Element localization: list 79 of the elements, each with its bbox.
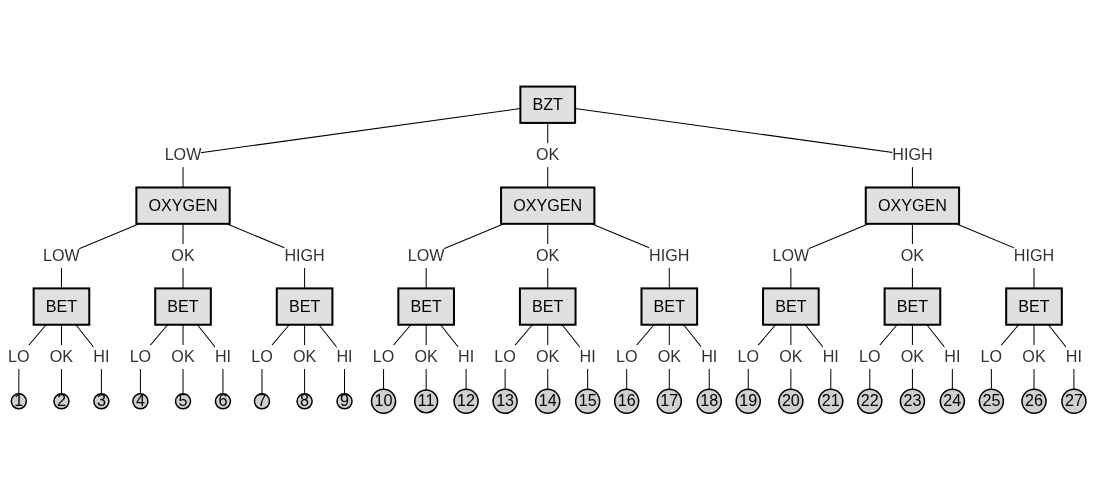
edge-label: LO (859, 347, 881, 366)
edge-label: HI (1065, 347, 1082, 366)
edge-label: HI (579, 347, 596, 366)
node-circle: 5 (174, 393, 192, 410)
edge-label: OK (900, 247, 925, 265)
node-box: BET (32, 287, 91, 326)
node-circle: 25 (978, 388, 1005, 415)
node-circle: 22 (857, 388, 883, 415)
edge-label: OK (414, 347, 438, 366)
node-circle: 16 (613, 388, 640, 415)
edge-label: HIGH (892, 146, 933, 164)
edge-label: HI (822, 347, 839, 366)
edge-label: LO (129, 347, 152, 366)
node-box: OXYGEN (864, 186, 961, 225)
edge-label: OK (292, 347, 317, 366)
node-circle: 13 (492, 388, 518, 415)
node-circle: 4 (132, 393, 149, 410)
node-circle: 23 (899, 388, 926, 415)
connector (182, 108, 521, 188)
edge-label: LOW (43, 247, 80, 265)
edge-label: HI (944, 347, 961, 366)
node-circle: 18 (696, 388, 722, 415)
node-circle: 11 (414, 389, 439, 414)
edge-label: LO (372, 347, 395, 366)
edge-label: HI (93, 347, 110, 366)
edge-label: LOW (164, 146, 202, 164)
node-box: BZT (519, 85, 577, 124)
node-circle: 9 (336, 393, 353, 410)
edge-label: HIGH (1013, 247, 1055, 265)
node-circle: 24 (939, 388, 966, 415)
node-box: BET (762, 287, 820, 326)
node-box: BET (397, 287, 455, 326)
node-box: BET (518, 287, 577, 326)
node-box: OXYGEN (135, 186, 231, 225)
edge-label: OK (900, 347, 925, 366)
edge-label: OK (171, 247, 195, 265)
edge-label: HI (458, 347, 475, 366)
node-box: BET (1005, 287, 1063, 326)
edge-label: LOW (772, 247, 810, 265)
edge-label: HI (701, 347, 718, 366)
edge-label: OK (536, 146, 560, 164)
edge-label: OK (536, 247, 560, 265)
edge-label: LO (251, 347, 273, 366)
node-box: BET (640, 287, 699, 326)
edge-label: LO (8, 347, 30, 366)
edge-label: HIGH (284, 247, 325, 265)
edge-label: LOW (407, 247, 445, 265)
edge-label: OK (1022, 347, 1046, 366)
node-circle: 10 (370, 388, 397, 415)
edge-label: HI (336, 347, 353, 366)
node-circle: 3 (93, 393, 110, 410)
node-circle: 8 (296, 393, 313, 410)
node-circle: 17 (656, 388, 683, 415)
edge-label: LO (615, 347, 638, 366)
edge-label: LO (737, 347, 760, 366)
node-circle: 20 (778, 388, 804, 415)
edge-label: HI (214, 347, 232, 366)
edge-label: LO (494, 347, 516, 366)
node-circle: 19 (735, 388, 761, 415)
edge-label: LO (980, 347, 1003, 366)
edge-label: OK (536, 347, 560, 366)
node-box: OXYGEN (500, 186, 596, 225)
node-circle: 6 (214, 393, 232, 410)
node-box: BET (883, 287, 942, 326)
node-circle: 15 (574, 388, 601, 415)
node-box: BET (154, 287, 212, 326)
node-circle: 2 (53, 393, 70, 410)
edge-label: OK (171, 347, 195, 366)
node-circle: 21 (818, 388, 844, 415)
edge-label: OK (49, 347, 74, 366)
edge-label: OK (779, 347, 803, 366)
node-box: BET (275, 287, 334, 326)
node-circle: 14 (534, 388, 561, 415)
node-circle: 26 (1021, 388, 1047, 415)
node-circle: 1 (10, 393, 28, 410)
node-circle: 27 (1061, 388, 1087, 415)
edge-label: HIGH (649, 247, 690, 265)
edge-label: OK (657, 347, 681, 366)
node-circle: 12 (453, 388, 479, 415)
